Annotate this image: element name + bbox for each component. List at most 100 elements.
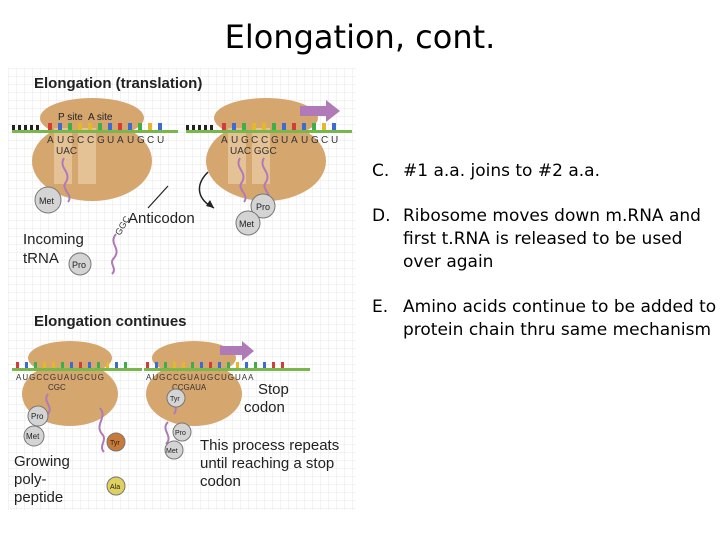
mrna-base-tick (58, 123, 62, 130)
anticodon-pointer (147, 185, 169, 209)
anticodon-label: Anticodon (128, 210, 195, 227)
mrna-strand-panel1 (12, 123, 352, 133)
mrna-end-tick (30, 125, 33, 130)
mrna-base-tick-p2 (52, 362, 55, 368)
trna-left (61, 157, 71, 203)
mrna-base-tick (282, 123, 286, 130)
mrna-codon-letter: U (57, 135, 64, 146)
mrna-base-tick-p2 (236, 362, 239, 368)
repeat-line-3: codon (200, 473, 241, 490)
mrna-codon-letter: U (231, 135, 238, 146)
mrna-base-tick (108, 123, 112, 130)
mrna-base-tick (118, 123, 122, 130)
mrna-codon-letter: A (47, 135, 54, 146)
binding-arrow (198, 171, 215, 209)
mrna-base-tick-p2 (79, 362, 82, 368)
mrna-base-tick-p2 (173, 362, 176, 368)
translation-figure: Elongation (translation) P site A site A… (8, 68, 356, 510)
mrna-base-tick (272, 123, 276, 130)
bullet-d-letter: D. (372, 206, 391, 226)
mrna-base-tick-p2 (254, 362, 257, 368)
mrna-codon-letter: G (271, 135, 279, 146)
mrna-end-tick (204, 125, 207, 130)
mrna-codon-letter: U (127, 135, 134, 146)
mrna-base-tick (68, 123, 72, 130)
mrna-base-tick (262, 123, 266, 130)
mrna-base-tick (78, 123, 82, 130)
mrna-base-tick-p2 (34, 362, 37, 368)
mrna-base-tick-p2 (227, 362, 230, 368)
mrna-codon-letter: C (147, 135, 154, 146)
mrna-codon-letter: G (97, 135, 105, 146)
anticodon-p2-right: CCGAUA (172, 383, 207, 392)
ribosome-movement-arrow-p2 (220, 341, 254, 361)
pro-aa-panel1-right: Pro (250, 193, 276, 219)
mrna-base-tick-p2 (106, 362, 109, 368)
mrna-base-tick-p2 (70, 362, 73, 368)
anticodon-uac: UAC (56, 146, 77, 157)
mrna-codon-letter: U (157, 135, 164, 146)
aa-met-label-right: Met (166, 448, 178, 455)
grow-line-2: poly- (14, 471, 47, 488)
mrna-codon-letter: C (261, 135, 268, 146)
mrna-strand-panel2 (12, 362, 310, 371)
mrna-codon-letter: G (311, 135, 319, 146)
mrna-base-tick (302, 123, 306, 130)
repeat-line-2: until reaching a stop (200, 455, 334, 472)
mrna-codon-letter: C (321, 135, 328, 146)
mrna-base-tick-p2 (200, 362, 203, 368)
mrna-base-tick (332, 123, 336, 130)
bullet-e-letter: E. (372, 297, 389, 317)
mrna-base-tick-p2 (281, 362, 284, 368)
met-label: Met (39, 196, 55, 206)
mrna-p2-left: AUGCCGUAUGCUG (16, 373, 105, 382)
mrna-base-tick-p2 (209, 362, 212, 368)
mrna-base-tick-p2 (218, 362, 221, 368)
anticodon-right: UAC GGC (230, 146, 277, 157)
mrna-end-tick (24, 125, 27, 130)
ribosome-movement-arrow (300, 100, 340, 122)
repeat-line-1: This process repeats (200, 437, 339, 454)
met-aa-panel1-right: Met (235, 210, 261, 236)
mrna-end-tick (18, 125, 21, 130)
mrna-base-tick (322, 123, 326, 130)
bullet-c-text: #1 a.a. joins to #2 a.a. (403, 161, 600, 181)
aa-tyr-p2: Tyr (106, 432, 126, 452)
grow-line-3: peptide (14, 489, 63, 506)
mrna-codon-letter: C (251, 135, 258, 146)
mrna-codon-letter: A (291, 135, 298, 146)
aa-pro-p2-right: Pro (172, 422, 192, 442)
bullet-c: C. #1 a.a. joins to #2 a.a. (372, 160, 717, 183)
grow-line-1: Growing (14, 453, 70, 470)
stop-label-2: codon (244, 399, 285, 416)
mrna-base-tick-p2 (182, 362, 185, 368)
mrna-base-tick-p2 (16, 362, 19, 368)
bullet-c-letter: C. (372, 161, 390, 181)
mrna-codon-letter: C (77, 135, 84, 146)
mrna-base-tick-p2 (272, 362, 275, 368)
mrna-base-tick (222, 123, 226, 130)
mrna-p2-right: AUGCCGUAUGCUGUAA (146, 373, 254, 382)
mrna-base-tick (138, 123, 142, 130)
mrna-codon-letter: U (301, 135, 308, 146)
incoming-aa-label: Pro (72, 260, 86, 270)
mrna-base-tick-p2 (191, 362, 194, 368)
mrna-base-tick (128, 123, 132, 130)
met-label-right: Met (239, 219, 255, 229)
panel2-heading: Elongation continues (34, 313, 187, 330)
aa-tyr-p2-right: Tyr (166, 388, 186, 408)
mrna-base-tick (232, 123, 236, 130)
incoming-label-2: tRNA (23, 250, 59, 267)
bullet-d: D. Ribosome moves down m.RNA and first t… (372, 205, 717, 274)
mrna-codon-letter: G (241, 135, 249, 146)
mrna-codon-letter: C (87, 135, 94, 146)
slide-title: Elongation, cont. (224, 18, 496, 56)
met-aa-panel1: Met (34, 186, 62, 214)
aa-ala-p2: Ala (106, 476, 126, 496)
mrna-base-tick (312, 123, 316, 130)
mrna-codon-letter: G (67, 135, 75, 146)
pro-label: Pro (256, 202, 270, 212)
aa-met-p2: Met (23, 425, 45, 447)
mrna-base-tick-p2 (146, 362, 149, 368)
